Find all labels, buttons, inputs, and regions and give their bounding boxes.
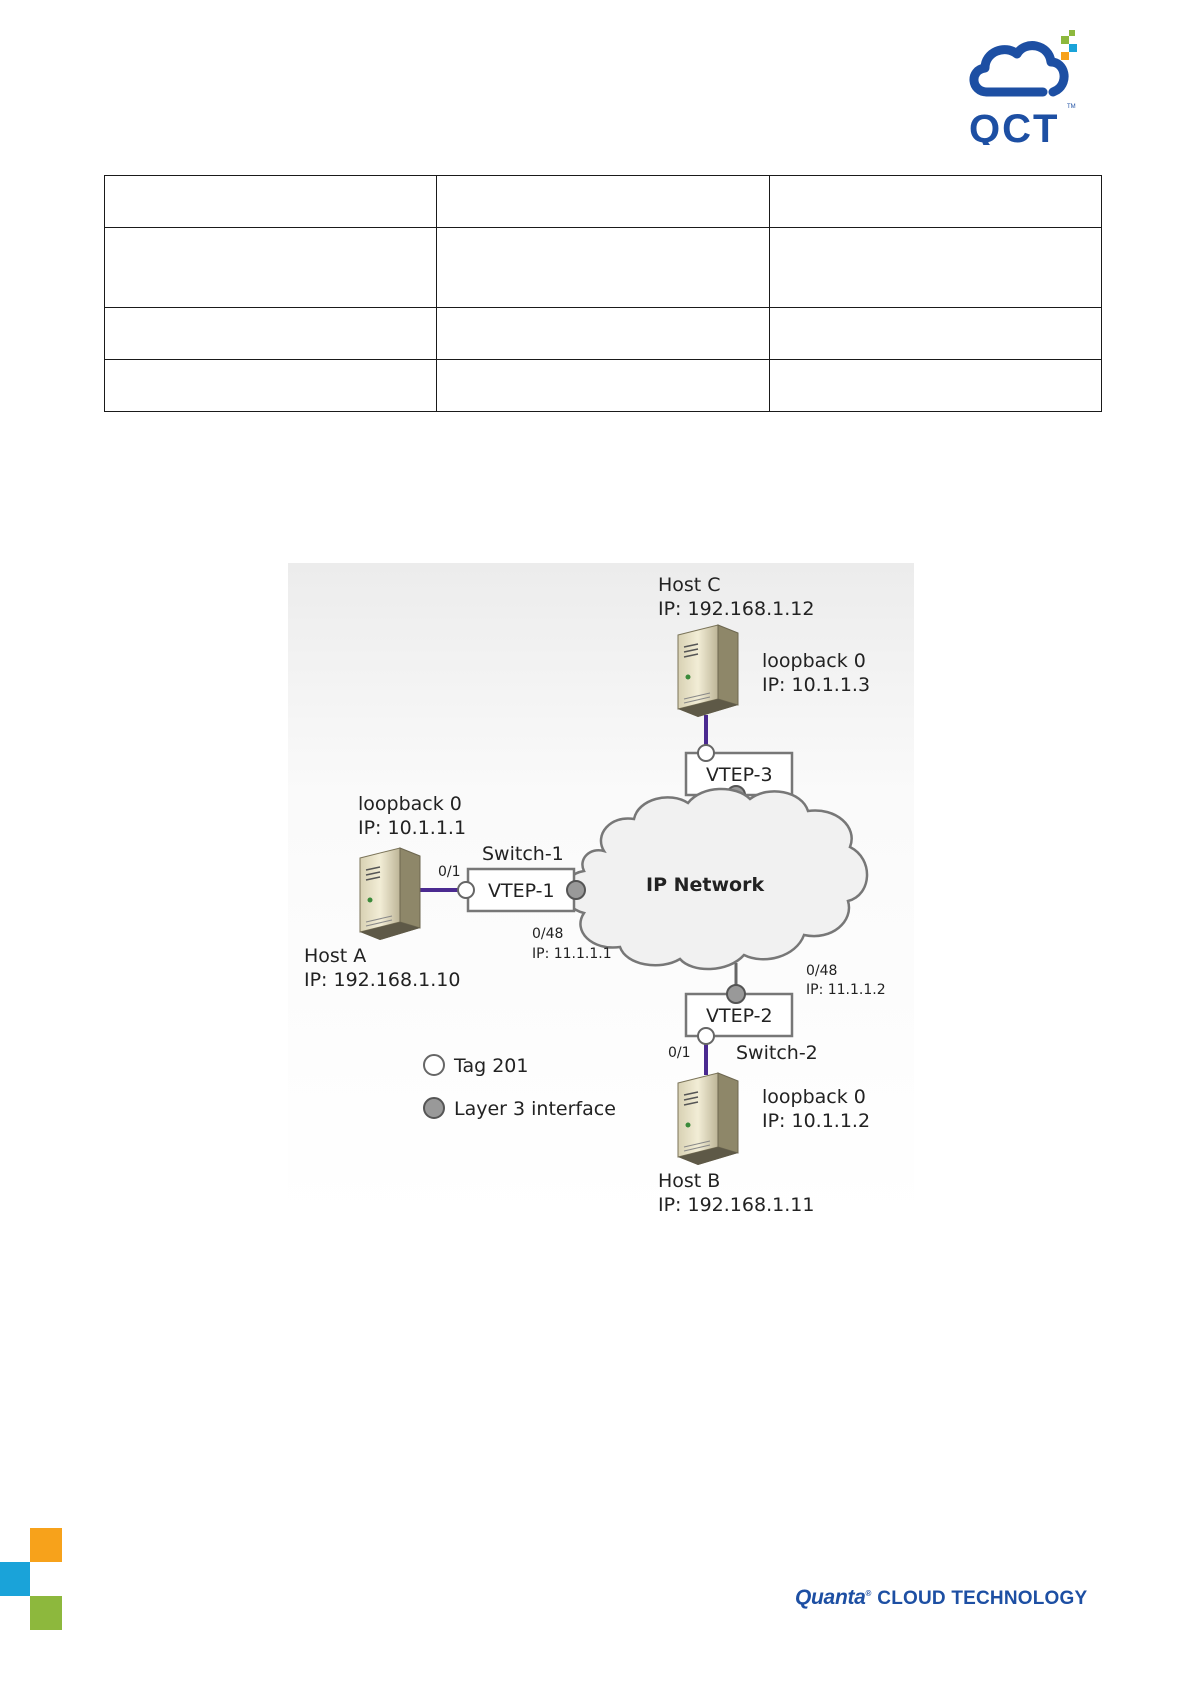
host-a-loopback: loopback 0: [358, 793, 462, 815]
host-b-server-icon: [677, 1072, 739, 1166]
table-cell: [768, 175, 1103, 228]
table-cell: [103, 227, 438, 308]
table-row: [103, 175, 1103, 228]
layer3-port-icon: [566, 880, 586, 900]
ip-network-label: IP Network: [646, 874, 764, 896]
table-cell: [103, 359, 438, 412]
host-a-ip: IP: 192.168.1.10: [304, 969, 460, 991]
ip-network-cloud-icon: [563, 787, 869, 971]
table-cell: [768, 227, 1103, 308]
vtep3-label: VTEP-3: [706, 764, 773, 786]
host-c-loopback: loopback 0: [762, 650, 866, 672]
switch1-port-host: 0/1: [438, 864, 461, 880]
footer-brand: Quanta® CLOUD TECHNOLOGY: [795, 1586, 1095, 1616]
table-row: [103, 307, 1103, 360]
host-c-ip: IP: 192.168.1.12: [658, 598, 814, 620]
table-cell: [436, 359, 770, 412]
host-c-server-icon: [677, 624, 739, 718]
tag-port-icon: [457, 881, 475, 899]
empty-table: [103, 175, 1103, 412]
switch1-port-net-ip: IP: 11.1.1.1: [532, 946, 612, 962]
brand-rest: CLOUD TECHNOLOGY: [877, 1588, 1088, 1609]
table-cell: [103, 307, 438, 360]
table-cell: [436, 227, 770, 308]
host-a-server-icon: [359, 847, 421, 941]
switch2-port-net: 0/48: [806, 963, 837, 979]
host-b-ip: IP: 192.168.1.11: [658, 1194, 814, 1216]
switch1-port-net: 0/48: [532, 926, 563, 942]
legend-layer3-label: Layer 3 interface: [454, 1098, 616, 1120]
vxlan-network-diagram: Host C IP: 192.168.1.12 loopback 0 IP: 1…: [288, 563, 914, 1223]
legend-tag-icon: [423, 1054, 445, 1076]
pixel-squares-icon: [1061, 30, 1077, 60]
logo-tm: TM: [1067, 104, 1076, 110]
legend: Tag 201 Layer 3 interface: [423, 1054, 616, 1120]
table-cell: [768, 359, 1103, 412]
footer-squares-icon: [0, 1528, 62, 1630]
host-b-loopback: loopback 0: [762, 1086, 866, 1108]
table-cell: [436, 307, 770, 360]
table-cell: [436, 175, 770, 228]
host-c-name: Host C: [658, 574, 721, 596]
host-b-loopback-ip: IP: 10.1.1.2: [762, 1110, 870, 1132]
logo-text: QCT: [969, 107, 1059, 145]
legend-tag-label: Tag 201: [453, 1055, 528, 1077]
switch1-name: Switch-1: [482, 843, 564, 865]
qct-logo: QCT TM: [969, 30, 1077, 145]
brand-script: Quanta: [795, 1586, 866, 1609]
table-cell: [103, 175, 438, 228]
host-a-name: Host A: [304, 945, 366, 967]
switch2-port-net-ip: IP: 11.1.1.2: [806, 982, 886, 998]
table-row: [103, 359, 1103, 412]
switch2-port-host: 0/1: [668, 1045, 691, 1061]
tag-port-icon: [697, 1027, 715, 1045]
switch2-name: Switch-2: [736, 1042, 818, 1064]
tag-port-icon: [697, 744, 715, 762]
host-c-loopback-ip: IP: 10.1.1.3: [762, 674, 870, 696]
vtep2-label: VTEP-2: [706, 1005, 773, 1027]
cloud-icon: [969, 41, 1069, 97]
legend-layer3-icon: [423, 1097, 445, 1119]
layer3-port-icon: [726, 984, 746, 1004]
host-a-loopback-ip: IP: 10.1.1.1: [358, 817, 466, 839]
vtep1-box: [466, 867, 576, 913]
table-row: [103, 227, 1103, 308]
table-cell: [768, 307, 1103, 360]
brand-tm: ®: [865, 1589, 872, 1598]
vtep1-label: VTEP-1: [488, 880, 555, 902]
host-b-name: Host B: [658, 1170, 720, 1192]
